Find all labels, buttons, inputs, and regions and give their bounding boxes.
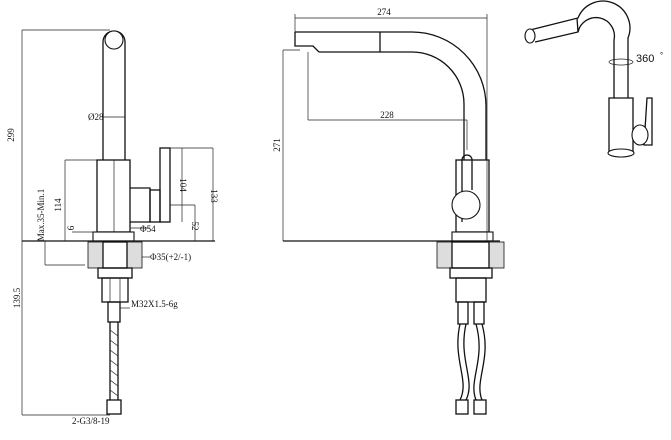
faucet-body xyxy=(96,159,131,233)
spout-outer xyxy=(295,31,487,160)
handle xyxy=(451,190,481,220)
dim-reach-spout: 228 xyxy=(380,110,394,120)
rotation-indicator xyxy=(608,58,634,66)
dim-tube-diameter: Ø28 xyxy=(88,112,104,122)
handle-joint xyxy=(130,187,151,223)
spray-head xyxy=(294,32,320,53)
dim-base-ring: 6 xyxy=(66,225,76,230)
dim-spout-height: 271 xyxy=(272,138,282,152)
dim-height-total: 299 xyxy=(6,128,16,142)
spout-inner xyxy=(319,51,465,160)
side-view: 299 Ø28 114 104 133 52 6 Max.35-Min.1 Φ5… xyxy=(6,29,219,426)
spout-top xyxy=(104,30,124,50)
dim-hose-connection: 2-G3/8-19 xyxy=(72,416,110,426)
dim-reach-total: 274 xyxy=(377,7,391,17)
base-ring xyxy=(92,231,135,242)
dim-thread: M32X1.5-6g xyxy=(131,299,178,309)
spout-tube xyxy=(102,30,126,160)
dim-hole-diameter: Φ35(+2/-1) xyxy=(150,252,191,262)
dim-handle-height: 104 xyxy=(178,178,188,192)
handle-lever xyxy=(159,147,171,223)
perspective-body xyxy=(608,97,634,153)
perspective-view: 360 ° xyxy=(524,0,663,158)
front-view: 274 228 271 xyxy=(272,7,505,415)
dim-handle-base-height: 52 xyxy=(190,222,200,231)
dim-body-height: 114 xyxy=(53,198,63,212)
dim-base-diameter: Φ54 xyxy=(140,224,156,234)
dim-deck-thickness: Max.35-Min.1 xyxy=(36,189,46,242)
rotation-label: 360 xyxy=(636,53,654,65)
rotation-unit: ° xyxy=(660,51,663,60)
dim-handle-top-height: 133 xyxy=(209,189,219,203)
dim-below-deck-length: 139.5 xyxy=(12,287,22,308)
